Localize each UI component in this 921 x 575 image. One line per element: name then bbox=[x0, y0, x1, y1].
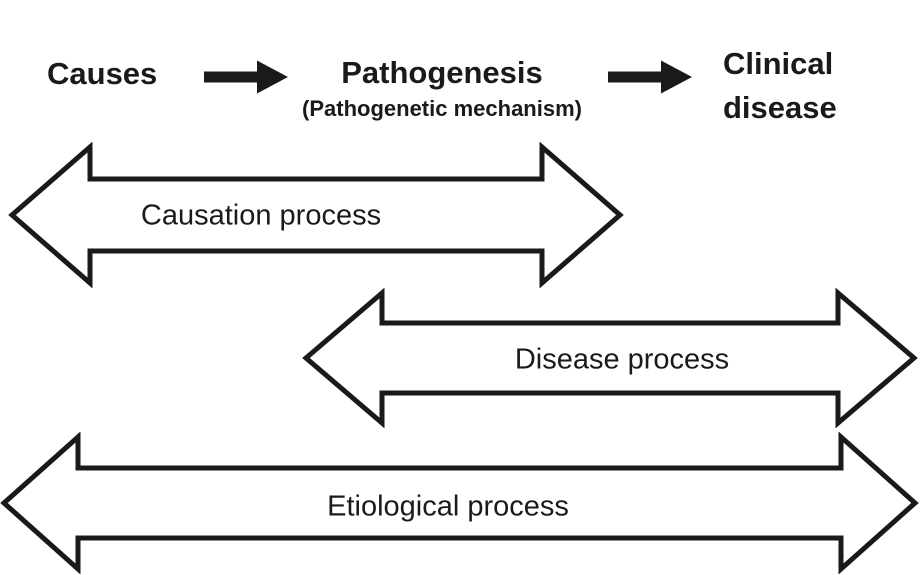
pathogenesis-label: Pathogenesis bbox=[341, 55, 543, 90]
double-arrow-icon bbox=[8, 142, 624, 288]
causes-label: Causes bbox=[47, 56, 158, 91]
double-arrow-icon bbox=[0, 432, 919, 574]
clinical-disease-label: Clinical disease bbox=[723, 46, 837, 126]
right-arrow-icon bbox=[204, 60, 288, 94]
etiological-process-label: Etiological process bbox=[327, 490, 569, 523]
pathogenetic-mechanism-label: (Pathogenetic mechanism) bbox=[302, 95, 582, 121]
causation-process-arrow bbox=[8, 142, 624, 288]
causation-process-label: Causation process bbox=[140, 199, 382, 232]
disease-process-label: Disease process bbox=[514, 343, 730, 376]
right-arrow-icon bbox=[608, 60, 692, 94]
double-arrow-icon bbox=[302, 288, 918, 428]
pathogenesis-block: Pathogenesis (Pathogenetic mechanism) bbox=[302, 55, 582, 121]
disease-process-arrow bbox=[302, 288, 918, 428]
etiological-process-arrow bbox=[0, 432, 919, 574]
